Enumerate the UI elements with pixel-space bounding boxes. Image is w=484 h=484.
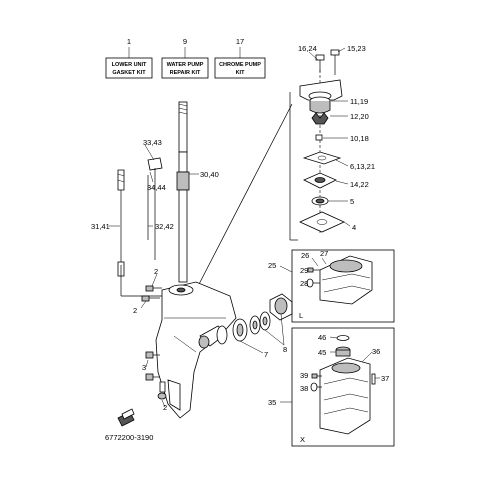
callout-10-18: 10,18 [350,134,369,143]
callout-25: 25 [268,261,276,270]
callout-16-24: 16,24 [298,44,317,53]
callout-36: 36 [372,347,380,356]
kit-9-box [161,57,209,79]
screw-38 [310,382,322,392]
callout-37: 37 [381,374,389,383]
kit-17-line2: KIT [236,70,246,76]
callout-38: 38 [300,384,308,393]
callout-2-bottom: 2 [163,403,167,412]
callout-12-20: 12,20 [350,112,369,121]
upper-casing-X [319,357,371,435]
lower-case [155,281,237,419]
screw-29 [307,267,320,273]
skeg [167,379,181,411]
box-label-X: X [300,435,305,444]
callout-4: 4 [352,223,356,232]
shift-rod-assembly [117,157,163,277]
kit-9-line1: WATER PUMP [167,62,204,68]
impeller [311,112,329,125]
callout-35: 35 [268,398,276,407]
water-pump-group [195,49,345,291]
screw-lower-left-2 [145,373,160,381]
screw-39 [311,373,322,379]
callout-46: 46 [318,333,326,342]
kit-water-pump-repair: 9 WATER PUMP REPAIR KIT [161,37,209,79]
upper-casing-box-L: 25 L 26 27 29 28 [268,249,395,323]
pump-bolt-15 [330,49,340,75]
callout-2-upper: 2 [154,267,158,276]
callout-29: 29 [300,266,308,275]
upper-casing-L [319,255,373,305]
callout-34-44: 34,44 [147,183,166,192]
callout-11-19: 11,19 [350,97,368,106]
kit-1-box [105,57,153,79]
kit-chrome-pump: 17 CHROME PUMP KIT [214,37,266,79]
callout-26: 26 [301,251,309,260]
kit-1-line1: LOWER UNIT [112,62,147,68]
manual-icon [117,408,135,427]
screw-mid-left [141,295,160,302]
callout-32-42: 32,42 [155,222,174,231]
prop-seals-group [216,293,293,345]
kit-9-ref: 9 [183,37,187,46]
kit-9-line2: REPAIR KIT [170,70,201,76]
drive-shaft [176,101,190,283]
kit-1-ref: 1 [127,37,131,46]
pump-bolt-16 [315,54,325,72]
callout-8: 8 [283,345,287,354]
shift-rod-lever [147,157,163,171]
kit-1-line2: GASKET KIT [112,70,146,76]
screw-bottom [157,381,167,400]
callout-27: 27 [320,249,328,258]
circlip-46 [336,335,350,341]
callout-3: 3 [142,363,146,372]
box-L-frame [291,249,395,323]
kit-17-box [214,57,266,79]
box-X-frame [291,327,395,447]
callout-14-22: 14,22 [350,180,369,189]
box-label-L: L [299,311,303,320]
pump-gasket [299,211,345,233]
callout-15-23: 15,23 [347,44,366,53]
callout-28: 28 [300,279,308,288]
kit-17-line1: CHROME PUMP [219,62,261,68]
woodruff-key [315,134,323,141]
screw-upper-left [145,285,162,292]
callout-6-13-21: 6,13,21 [350,162,375,171]
kit-17-ref: 17 [236,37,244,46]
pump-plate-gasket [302,151,342,165]
callout-45: 45 [318,348,326,357]
callout-2-mid: 2 [133,306,137,315]
pump-insert [309,101,331,114]
callout-39: 39 [300,371,308,380]
screw-lower-left-1 [145,351,160,359]
seal-ring [216,325,228,345]
pin-37 [371,373,376,385]
callout-7: 7 [264,350,268,359]
part-number: 6772200-3190 [105,433,153,442]
callout-31-41: 31,41 [91,222,110,231]
callout-30-40: 30,40 [200,170,219,179]
bushing-45 [335,346,351,357]
callout-33-43: 33,43 [143,138,162,147]
upper-casing-box-X: 35 X 46 45 36 [268,327,395,447]
pump-leader-to-housing [195,103,293,291]
callout-5: 5 [350,197,354,206]
screw-28 [306,278,320,288]
kit-lower-unit-gasket: 1 LOWER UNIT GASKET KIT [105,37,153,79]
